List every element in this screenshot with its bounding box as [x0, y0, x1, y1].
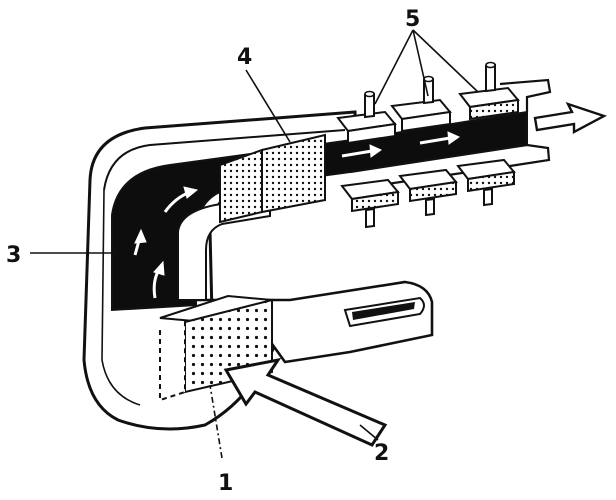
label-mesh-filter: 4 — [237, 45, 252, 70]
inflow-arrow — [223, 357, 388, 447]
leader-5a — [374, 29, 414, 105]
outlet-arrow — [533, 101, 608, 134]
housing-left-edge — [101, 189, 141, 406]
label-air-duct: 3 — [6, 243, 21, 268]
duct-top-lip — [499, 78, 552, 112]
label-components: 5 — [405, 7, 420, 32]
leader-2 — [359, 424, 379, 441]
label-inlet-grille: 1 — [218, 471, 233, 496]
component-top-2 — [390, 75, 452, 133]
housing-inner-edge — [103, 129, 346, 191]
component-top-3 — [458, 61, 520, 121]
component-bottom-1 — [340, 178, 400, 229]
channel-inner-wall — [177, 194, 271, 301]
label-inflow-arrow: 2 — [374, 441, 389, 466]
leader-1 — [209, 384, 223, 459]
leader-4 — [245, 69, 291, 143]
flow-arrows — [133, 131, 461, 299]
inlet-grille-bottom — [159, 322, 186, 402]
component-top-1 — [336, 90, 397, 145]
leader-5b — [412, 29, 429, 97]
base-slot-shade — [352, 302, 415, 320]
mesh-filter-face — [261, 133, 326, 214]
leader-5c — [412, 29, 479, 93]
component-bottom-3 — [456, 158, 516, 207]
leader-lines — [30, 29, 479, 459]
component-bottom-2 — [398, 168, 458, 217]
